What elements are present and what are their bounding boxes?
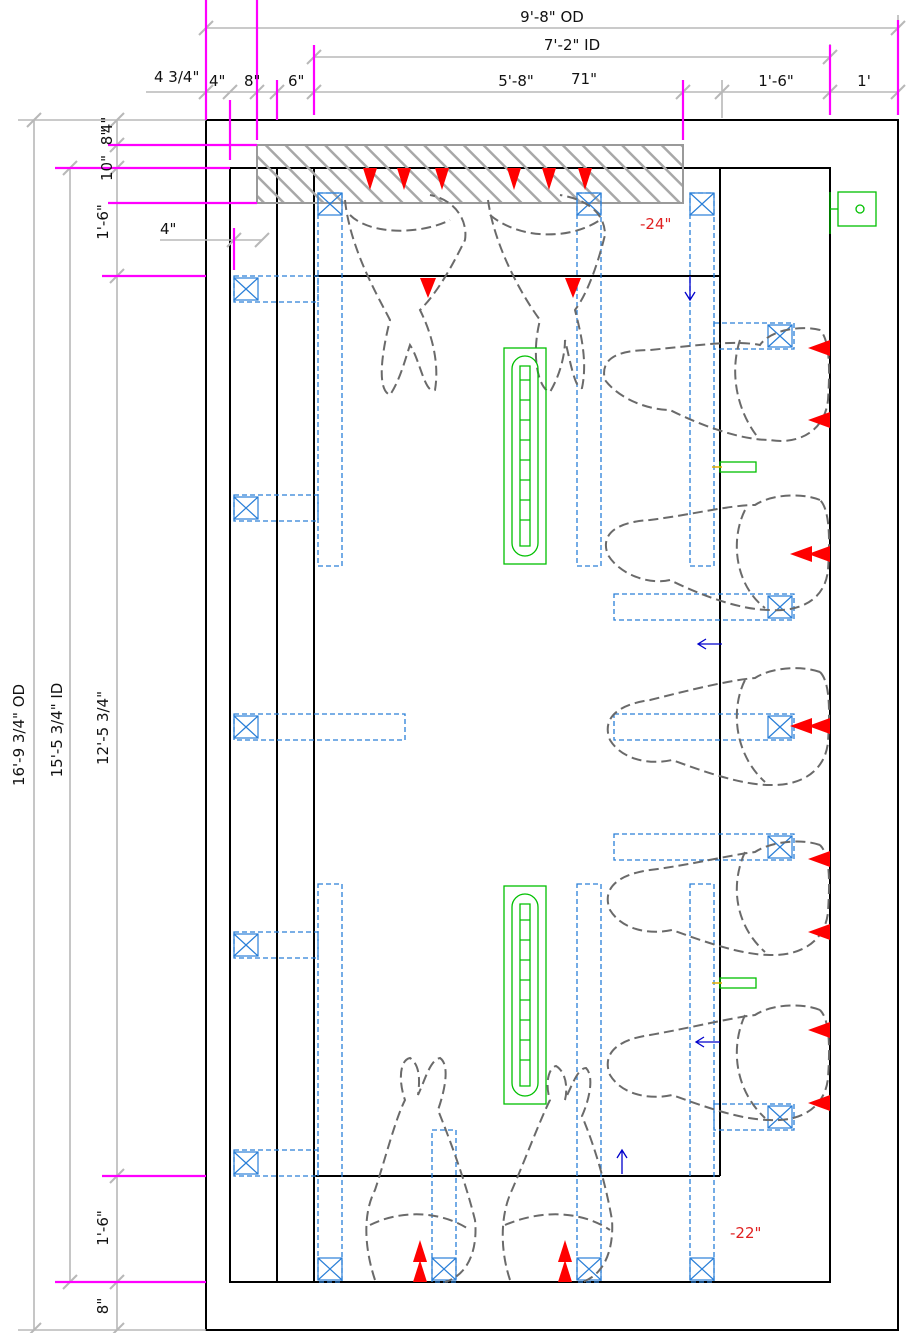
- dim-inner-height: 12'-5 3/4": [94, 691, 112, 765]
- dimension-labels: 9'-8" OD 7'-2" ID 4 3/4" 4" 8" 6" 5'-8" …: [10, 8, 871, 1314]
- valve-upper: [719, 461, 757, 473]
- hatched-header: [256, 144, 684, 204]
- drain-lower: [503, 885, 547, 1105]
- reference-lines: [55, 0, 900, 1284]
- inner-wall: [229, 167, 831, 1283]
- dim-left-8: 8": [98, 129, 116, 145]
- dim-left-8-bottom: 8": [94, 1298, 112, 1314]
- offset-label-top: -24": [640, 215, 671, 233]
- dim-left-4: 4": [98, 117, 116, 133]
- dim-od-width: 9'-8" OD: [520, 8, 584, 26]
- dim-5-8: 5'-8": [498, 72, 534, 90]
- dim-left-1-6-bottom: 1'-6": [94, 1210, 112, 1246]
- dim-left-10: 10": [98, 155, 116, 181]
- outer-wall: [205, 119, 899, 1331]
- dim-id-height: 15'-5 3/4" ID: [48, 683, 66, 778]
- dim-6: 6": [288, 72, 304, 90]
- equipment-outlines: [233, 192, 795, 1283]
- dim-id-width: 7'-2" ID: [544, 36, 600, 54]
- dim-left-1-6-top: 1'-6": [94, 204, 112, 240]
- dim-left-4-inner: 4": [160, 220, 176, 238]
- dim-8a: 8": [244, 72, 260, 90]
- drain-fixtures: [503, 191, 877, 1105]
- offset-label-bottom: -22": [730, 1224, 761, 1242]
- drain-upper: [503, 347, 547, 565]
- dim-od-height: 16'-9 3/4" OD: [10, 684, 28, 786]
- markers: [363, 168, 830, 1282]
- dimension-lines: [18, 15, 906, 1333]
- flow-arrows: [616, 276, 722, 1174]
- handle-fixture: [837, 191, 877, 227]
- figure-outlines: [344, 194, 831, 1283]
- dim-1-6: 1'-6": [758, 72, 794, 90]
- dim-1: 1': [857, 72, 871, 90]
- valve-lower: [719, 977, 757, 989]
- dim-71: 71": [571, 70, 597, 88]
- dim-4a: 4": [209, 72, 225, 90]
- dim-4-3-4: 4 3/4": [154, 68, 199, 86]
